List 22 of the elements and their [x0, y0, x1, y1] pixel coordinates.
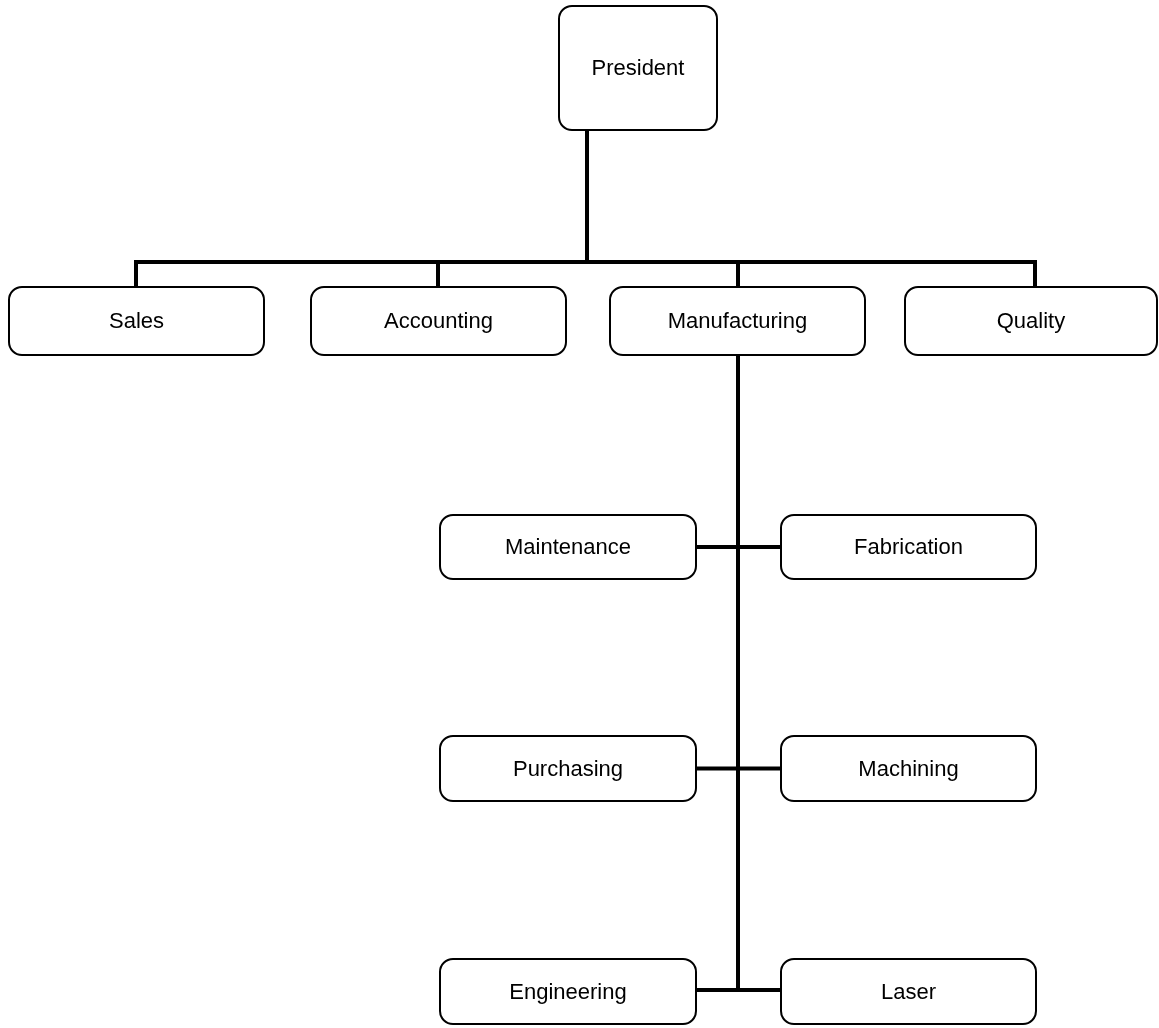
department-name: Laser [880, 978, 936, 1005]
org-box [439, 735, 697, 802]
department-name: Sales [108, 308, 164, 334]
org-box [8, 286, 265, 356]
org-box [780, 958, 1037, 1025]
department-name: Maintenance [505, 534, 631, 560]
org-box [904, 286, 1158, 356]
department-name: Accounting [384, 308, 493, 334]
department-name: President [591, 55, 685, 81]
department-name: Purchasing [512, 755, 624, 782]
department-name: Manufacturing [667, 308, 808, 334]
org-box [558, 5, 718, 131]
department-name: Fabrication [854, 534, 963, 560]
org-box [780, 735, 1037, 802]
org-box [439, 514, 697, 580]
org-box [780, 514, 1037, 580]
department-name: Machining [858, 755, 959, 782]
org-box [310, 286, 567, 356]
org-box [609, 286, 866, 356]
department-name: Quality [996, 308, 1066, 334]
org-box [439, 958, 697, 1025]
department-name: Engineering [509, 978, 627, 1005]
